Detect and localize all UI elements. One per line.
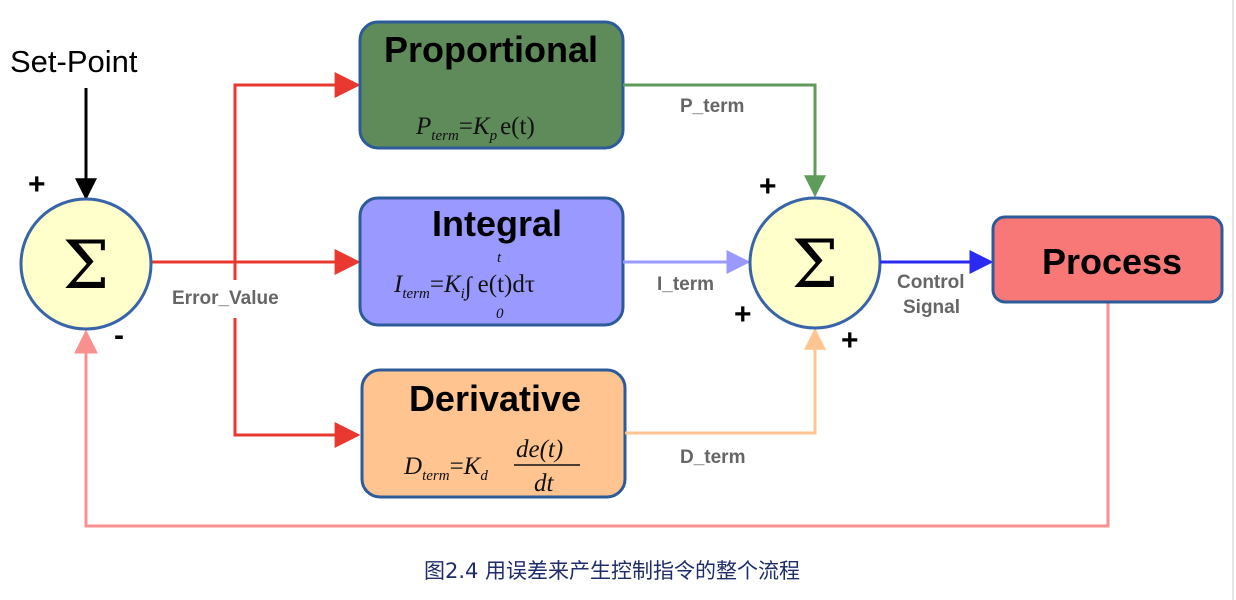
d-term-label: D_term bbox=[680, 447, 745, 468]
error-value-label: Error_Value bbox=[172, 288, 279, 309]
svg-text:0: 0 bbox=[496, 306, 504, 322]
derivative-formula: Dterm=Kd bbox=[403, 453, 488, 484]
minus-sign: - bbox=[114, 319, 124, 352]
figure-caption: 图2.4 用误差来产生控制指令的整个流程 bbox=[424, 559, 800, 583]
derivative-title: Derivative bbox=[409, 378, 581, 419]
svg-text:de(t): de(t) bbox=[516, 436, 563, 463]
p-term-line bbox=[623, 83, 826, 198]
plus-sign-i: + bbox=[734, 298, 752, 331]
svg-text:dt: dt bbox=[534, 470, 555, 497]
integral-block: Integral Iterm=Ki∫e(t)dτ t 0 bbox=[358, 196, 625, 327]
feedback-line bbox=[74, 302, 1110, 528]
plus-sign: + bbox=[28, 168, 46, 201]
process-block: Process bbox=[991, 215, 1224, 304]
d-term-line bbox=[625, 327, 826, 435]
p-term-label: P_term bbox=[680, 96, 744, 117]
signal-label: Signal bbox=[903, 297, 960, 318]
integral-title: Integral bbox=[432, 203, 562, 244]
svg-text:Σ: Σ bbox=[792, 226, 839, 303]
i-term-label: I_term bbox=[657, 274, 714, 295]
error-lines bbox=[150, 72, 361, 448]
summing-junction-input: Σ bbox=[19, 197, 153, 331]
control-label: Control bbox=[897, 272, 965, 293]
derivative-block: Derivative Dterm=Kd de(t) dt bbox=[360, 368, 627, 499]
summing-junction-output: Σ bbox=[748, 196, 882, 330]
plus-sign-d: + bbox=[841, 324, 859, 357]
setpoint-label: Set-Point bbox=[10, 44, 138, 79]
proportional-title: Proportional bbox=[384, 29, 598, 70]
process-title: Process bbox=[1042, 241, 1182, 282]
integral-formula: Iterm=Ki∫e(t)dτ bbox=[393, 271, 535, 302]
svg-text:Σ: Σ bbox=[63, 227, 110, 304]
plus-sign-p: + bbox=[759, 170, 777, 203]
svg-text:t: t bbox=[497, 250, 502, 266]
